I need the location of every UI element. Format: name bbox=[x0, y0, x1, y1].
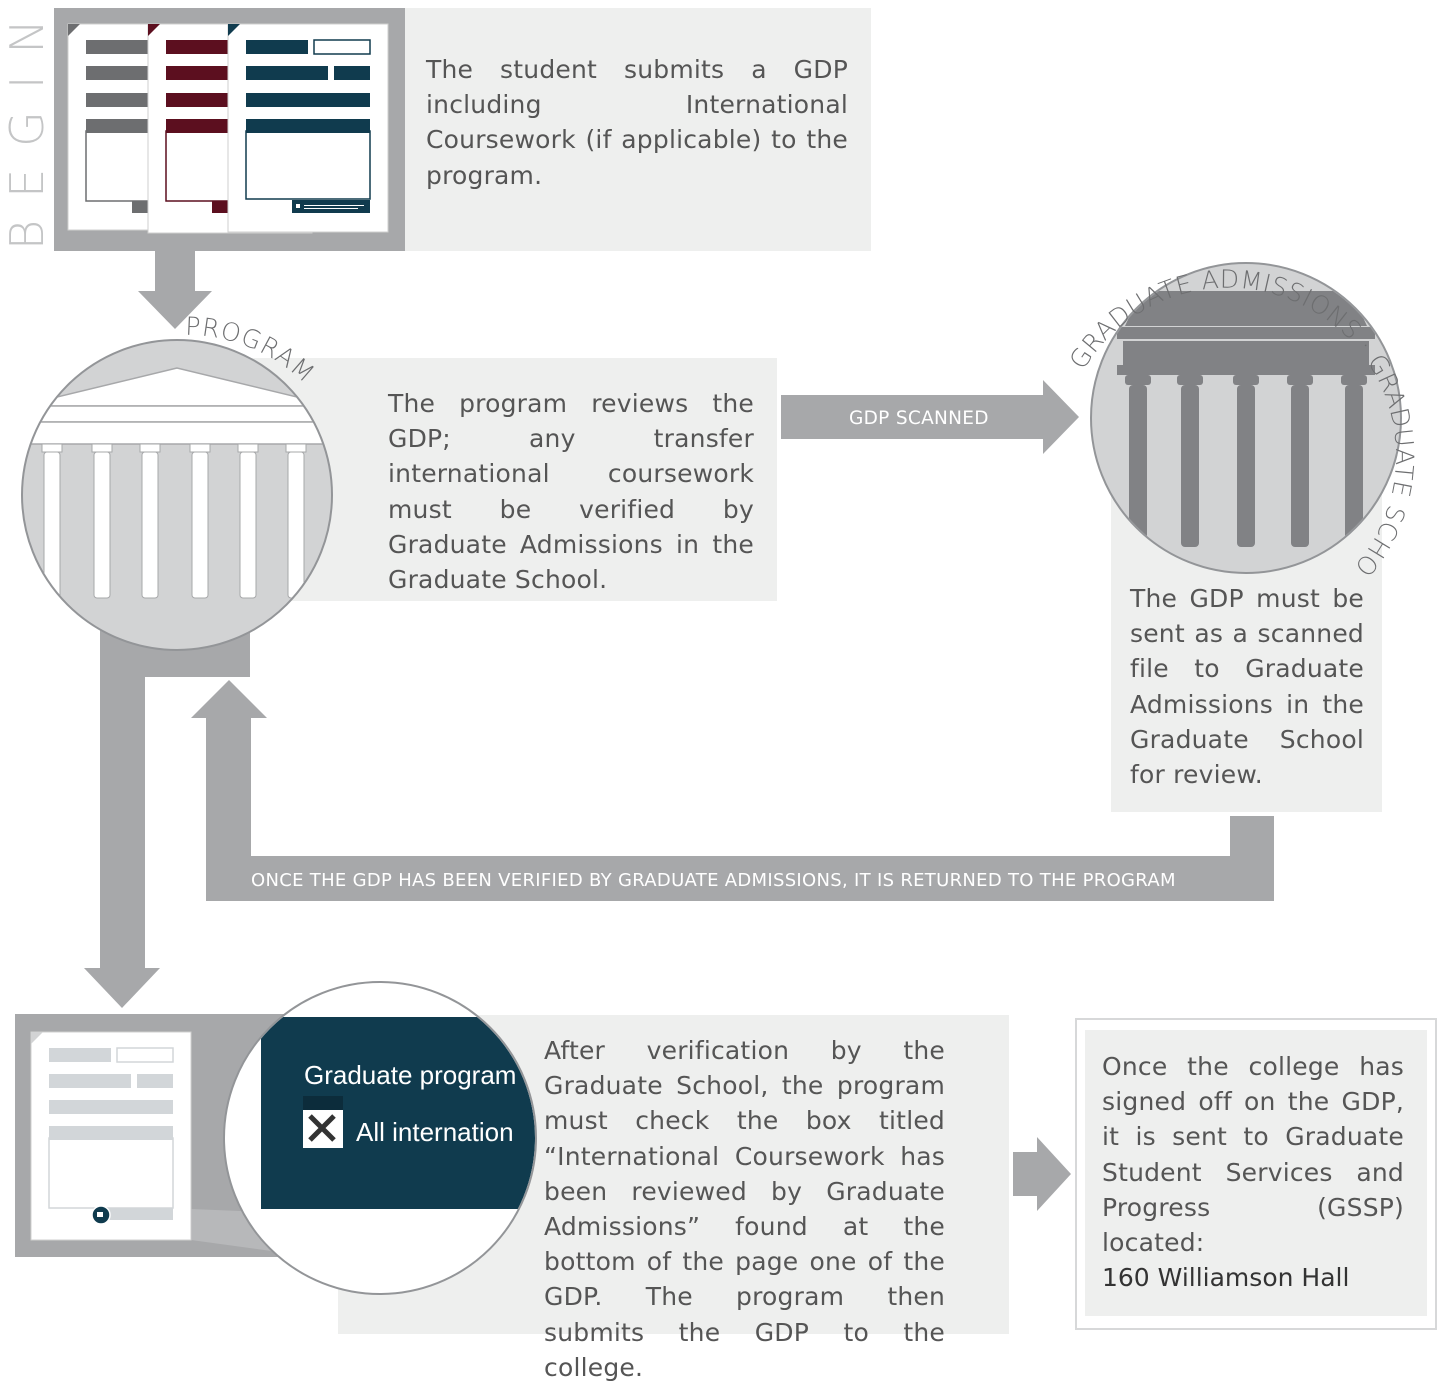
step3-text: The GDP must be sent as a scanned file t… bbox=[1130, 584, 1364, 790]
step5-text: Once the college has signed off on the G… bbox=[1102, 1052, 1404, 1258]
gdp-form-zoom-source-icon bbox=[30, 1031, 315, 1257]
arrow-gdp-scanned bbox=[781, 380, 1079, 454]
gdp-forms-stack-icon bbox=[67, 23, 389, 234]
step4-text: After verification by the Graduate Schoo… bbox=[544, 1036, 945, 1382]
gdp-form-teal-icon bbox=[227, 23, 389, 233]
svg-text:GRADUATE ADMISSIONS · GRADUATE: GRADUATE ADMISSIONS · GRADUATE SCHOOL bbox=[1049, 208, 1419, 582]
connector-vertical-bar bbox=[100, 617, 145, 977]
step5-address: 160 Williamson Hall bbox=[1102, 1263, 1350, 1292]
return-label: ONCE THE GDP HAS BEEN VERIFIED BY GRADUA… bbox=[251, 870, 1176, 891]
step5-panel bbox=[1085, 1030, 1427, 1316]
gdp-scanned-label: GDP SCANNED bbox=[849, 408, 989, 429]
zoom-text-line2: All internation bbox=[356, 1117, 514, 1147]
arrow-right-step5 bbox=[1013, 1137, 1071, 1211]
arrow-down-1 bbox=[138, 251, 212, 329]
arrow-down-2 bbox=[84, 968, 160, 1008]
svg-text:PROGRAM: PROGRAM bbox=[185, 312, 321, 389]
step2-text: The program reviews the GDP; any transfe… bbox=[388, 389, 754, 595]
begin-label: BEGIN bbox=[0, 0, 54, 250]
arrow-up-return bbox=[191, 680, 267, 718]
zoom-magnifier-icon bbox=[223, 981, 537, 1295]
program-building-icon bbox=[21, 339, 333, 651]
return-bar-vertical-left bbox=[206, 716, 251, 901]
step1-text: The student submits a GDP including Inte… bbox=[426, 55, 848, 190]
zoom-text-line1: Graduate program bbox=[304, 1060, 517, 1090]
graduate-school-building-icon bbox=[1090, 262, 1402, 574]
program-arc-label: PROGRAM bbox=[185, 312, 320, 389]
return-bar-horizontal bbox=[206, 856, 1274, 901]
graduate-school-arc-label: GRADUATE ADMISSIONS · GRADUATE SCHOOL bbox=[1049, 208, 1419, 582]
